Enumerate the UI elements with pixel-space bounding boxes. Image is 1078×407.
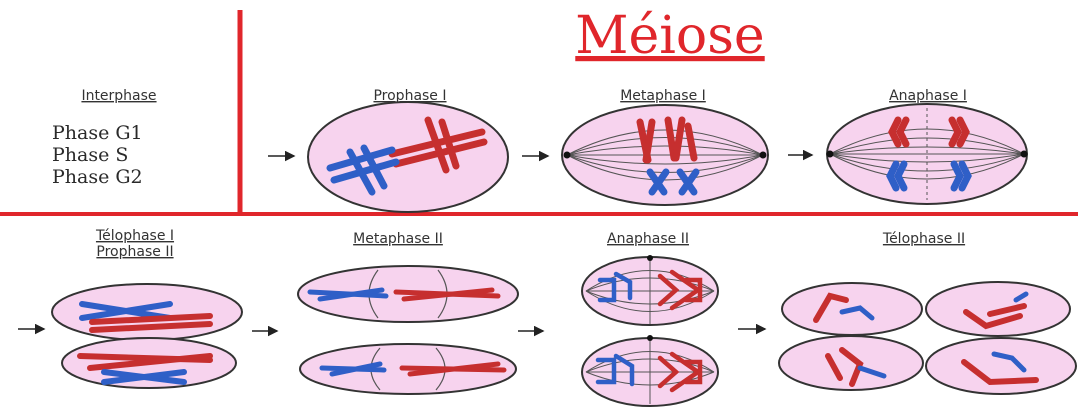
- telophase-1-cell-bottom: [62, 338, 236, 388]
- telophase-2-cell-3: [779, 336, 923, 390]
- metaphase-2-cell-bottom: [300, 344, 516, 394]
- telophase-2-cell-2: [926, 282, 1070, 336]
- metaphase-2-label: Metaphase II: [353, 231, 443, 247]
- metaphase-1-cell: [562, 105, 768, 205]
- interphase-label: Interphase: [81, 88, 156, 104]
- telophase-1-cell-top: [52, 284, 242, 340]
- metaphase-1-label: Metaphase I: [620, 88, 706, 104]
- telophase-1-label: Télophase I: [95, 228, 174, 244]
- telophase-2-label: Télophase II: [882, 231, 965, 247]
- anaphase-1-cell: [827, 104, 1028, 204]
- metaphase-2-cell-top: [298, 266, 518, 322]
- anaphase-2-cell-bottom: [582, 335, 718, 406]
- anaphase-2-cell-top: [582, 255, 718, 325]
- prophase-1-cell: [308, 102, 508, 212]
- phase-g2-text: Phase G2: [52, 166, 143, 188]
- prophase-2-label: Prophase II: [96, 244, 173, 260]
- phase-s-text: Phase S: [52, 144, 128, 166]
- telophase-2-cell-4: [926, 338, 1076, 394]
- telophase-2-cell-1: [782, 283, 922, 335]
- anaphase-2-label: Anaphase II: [607, 231, 689, 247]
- phase-g1-text: Phase G1: [52, 122, 143, 144]
- anaphase-1-label: Anaphase I: [889, 88, 967, 104]
- page-title: Méiose: [575, 6, 764, 66]
